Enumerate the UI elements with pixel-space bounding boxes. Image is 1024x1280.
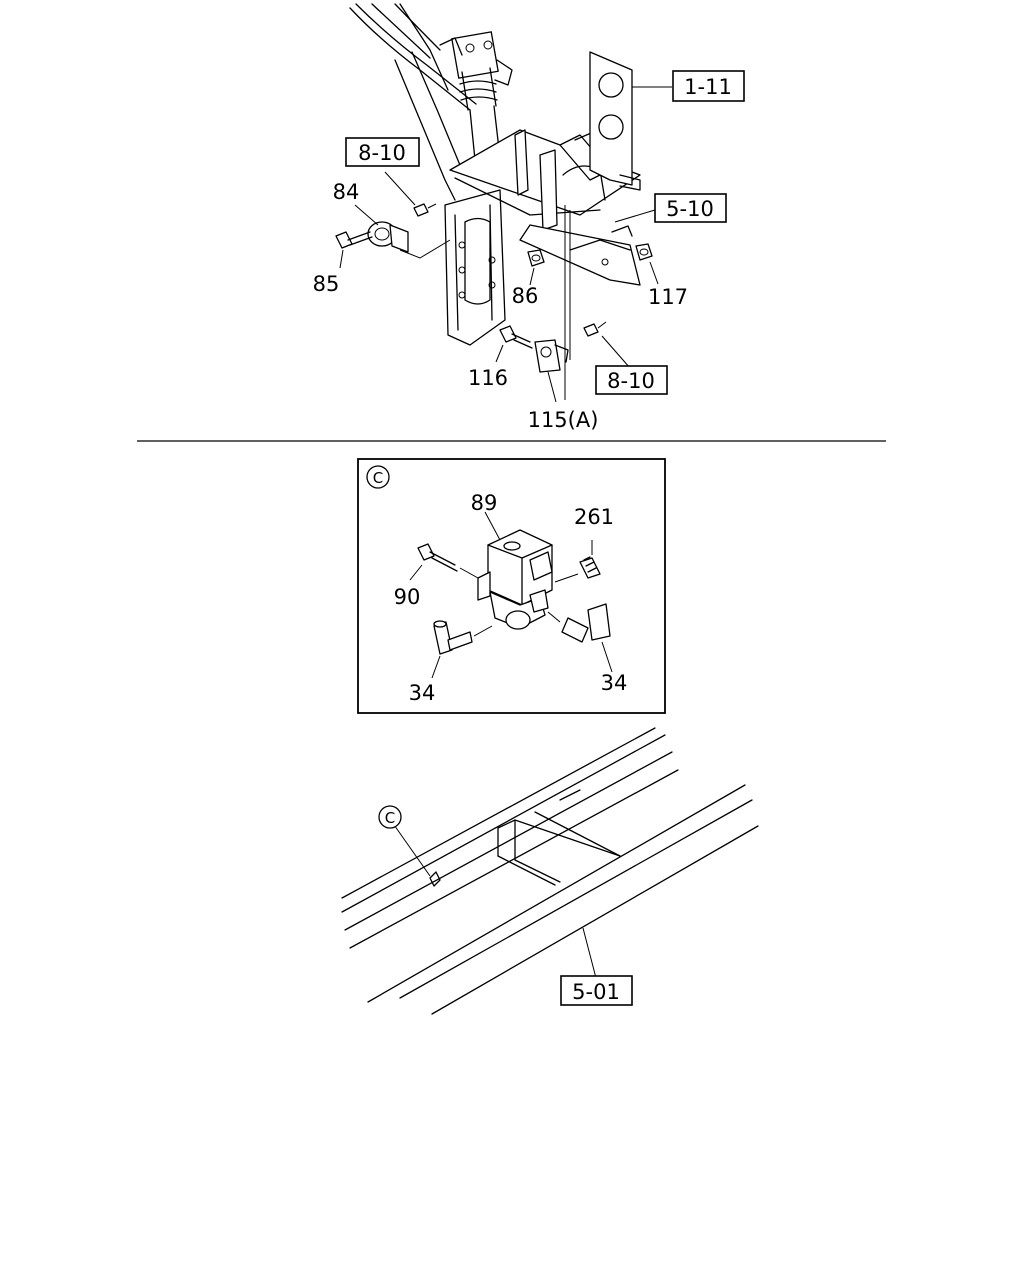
part-label-90: 90 bbox=[394, 585, 421, 609]
detail-c-marker: C bbox=[366, 465, 390, 489]
ref-box-5-01: 5-01 bbox=[560, 975, 633, 1006]
part-label-89: 89 bbox=[471, 491, 498, 515]
svg-text:C: C bbox=[385, 809, 395, 827]
ref-label-8-10-top: 8-10 bbox=[358, 141, 406, 165]
detail-c-view: C 89 261 90 34 bbox=[357, 458, 666, 714]
part-label-34-left: 34 bbox=[409, 681, 436, 705]
frame-c-marker: C bbox=[378, 805, 402, 829]
ref-box-8-10-bottom: 8-10 bbox=[595, 365, 668, 395]
part-label-115: 115(A) bbox=[528, 408, 599, 432]
frame-view: C 5-01 bbox=[341, 727, 759, 1015]
ref-box-8-10-top: 8-10 bbox=[345, 137, 420, 167]
ref-label-5-10: 5-10 bbox=[666, 197, 714, 221]
ref-label-1-11: 1-11 bbox=[684, 75, 732, 99]
part-label-117: 117 bbox=[648, 285, 688, 309]
ref-label-5-01: 5-01 bbox=[572, 980, 620, 1004]
ref-box-5-10: 5-10 bbox=[654, 193, 727, 223]
ref-box-1-11: 1-11 bbox=[672, 70, 745, 102]
part-label-85: 85 bbox=[313, 272, 340, 296]
part-label-116: 116 bbox=[468, 366, 508, 390]
part-label-34-right: 34 bbox=[601, 671, 628, 695]
part-label-84: 84 bbox=[333, 180, 360, 204]
ref-label-8-10-bottom: 8-10 bbox=[607, 369, 655, 393]
svg-text:C: C bbox=[373, 469, 383, 487]
part-label-261: 261 bbox=[574, 505, 614, 529]
part-label-86: 86 bbox=[512, 284, 539, 308]
top-assembly-view: 1-11 8-10 5-10 8-10 84 85 86 117 116 115… bbox=[313, 3, 745, 432]
